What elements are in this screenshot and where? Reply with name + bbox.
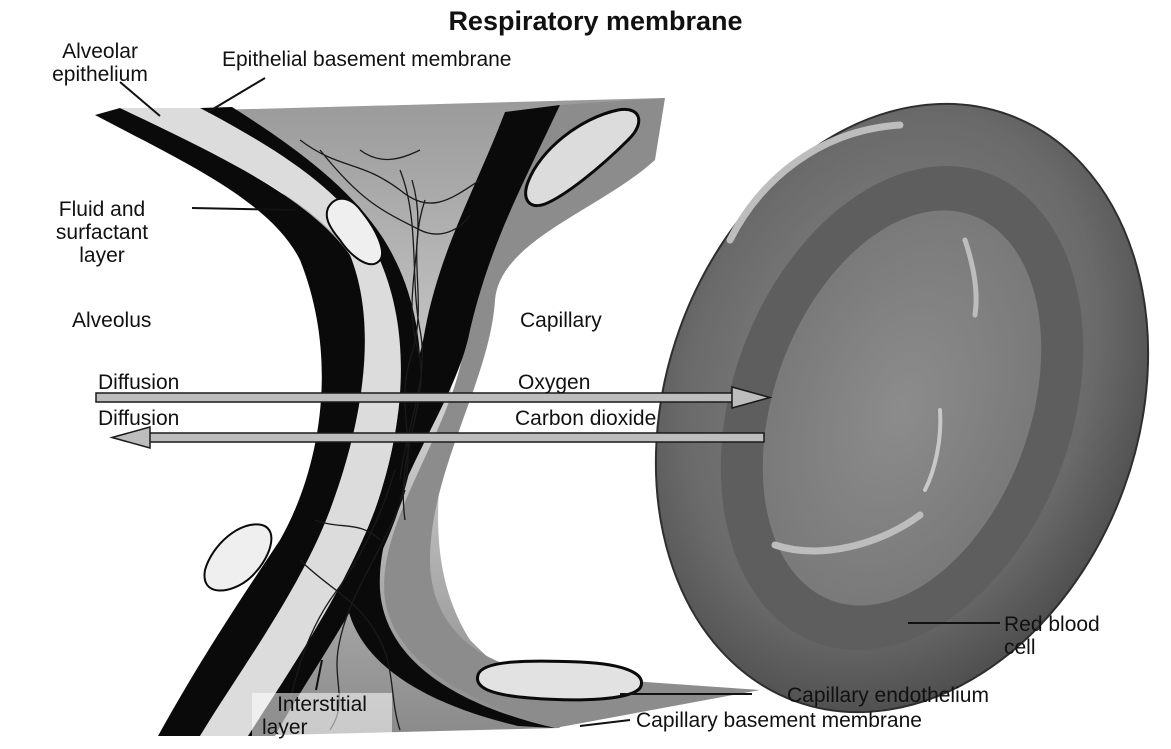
label-interstitial-line1: Interstitial bbox=[252, 693, 392, 716]
label-diffusion-bottom: Diffusion bbox=[98, 407, 179, 430]
label-capillary-basement-membrane: Capillary basement membrane bbox=[636, 709, 922, 732]
label-epithelial-basement-membrane: Epithelial basement membrane bbox=[222, 48, 512, 71]
diagram-title: Respiratory membrane bbox=[0, 6, 1171, 37]
label-interstitial-line2: layer bbox=[252, 716, 392, 739]
label-alveolar-epithelium-line1: Alveolar bbox=[30, 40, 170, 63]
label-fluid-surfactant-line3: layer bbox=[22, 244, 182, 267]
label-oxygen: Oxygen bbox=[518, 371, 590, 394]
endothelial-nucleus-bottom bbox=[477, 661, 641, 700]
label-carbon-dioxide: Carbon dioxide bbox=[515, 407, 656, 430]
label-capillary: Capillary bbox=[520, 309, 602, 332]
label-alveolar-epithelium-line2: epithelium bbox=[30, 63, 170, 86]
label-diffusion-top: Diffusion bbox=[98, 371, 179, 394]
label-fluid-surfactant: Fluid and surfactant layer bbox=[22, 198, 182, 267]
label-alveolar-epithelium: Alveolar epithelium bbox=[30, 40, 170, 86]
label-capillary-endothelium: Capillary endothelium bbox=[787, 684, 989, 707]
label-interstitial-layer: Interstitial layer bbox=[252, 693, 392, 739]
label-fluid-surfactant-line1: Fluid and bbox=[22, 198, 182, 221]
label-alveolus: Alveolus bbox=[72, 309, 151, 332]
label-red-blood-cell: Red blood cell bbox=[1004, 613, 1100, 659]
label-red-blood-cell-line2: cell bbox=[1004, 636, 1100, 659]
label-red-blood-cell-line1: Red blood bbox=[1004, 613, 1100, 636]
label-fluid-surfactant-line2: surfactant bbox=[22, 221, 182, 244]
